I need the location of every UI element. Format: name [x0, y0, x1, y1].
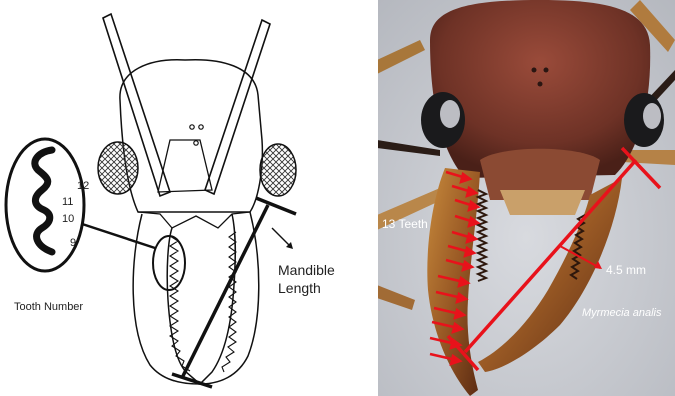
left-eye	[98, 142, 138, 194]
left-mandible-teeth	[170, 236, 190, 371]
species-name: Myrmecia analis	[582, 307, 662, 319]
ant-mouthparts	[500, 190, 585, 215]
mandible-length-line	[182, 205, 268, 378]
ocellus-2	[199, 125, 203, 129]
ant-ocellus-3	[538, 82, 543, 87]
tooth-number-12: 12	[77, 180, 89, 192]
ant-ocellus-2	[544, 68, 549, 73]
ocellus-3	[194, 141, 198, 145]
tooth-number-9: 9	[70, 237, 76, 249]
ant-photo-panel: 13 Teeth 4.5 mm Myrmecia analis	[377, 0, 675, 396]
mandible-length-label-line1: Mandible	[278, 262, 335, 278]
mandible-length-bottom-cap	[172, 374, 212, 387]
tooth-number-11: 11	[62, 196, 73, 208]
right-mandible-teeth	[222, 232, 236, 372]
ant-right-eye-highlight	[643, 103, 661, 129]
right-eye	[260, 144, 296, 196]
teeth-count-label: 13 Teeth	[382, 217, 428, 231]
line-drawing-panel: 12 11 10 9 Tooth Number Mandible Length	[6, 14, 335, 387]
tooth-number-10: 10	[62, 213, 74, 225]
tooth-number-label: Tooth Number	[14, 301, 83, 313]
ant-ocellus-1	[532, 68, 537, 73]
ocellus-1	[190, 125, 194, 129]
ant-left-eye-highlight	[440, 100, 460, 128]
mandible-length-label-line2: Length	[278, 280, 321, 296]
mandible-length-top-cap	[256, 198, 296, 214]
mandible-length-value: 4.5 mm	[606, 263, 646, 277]
